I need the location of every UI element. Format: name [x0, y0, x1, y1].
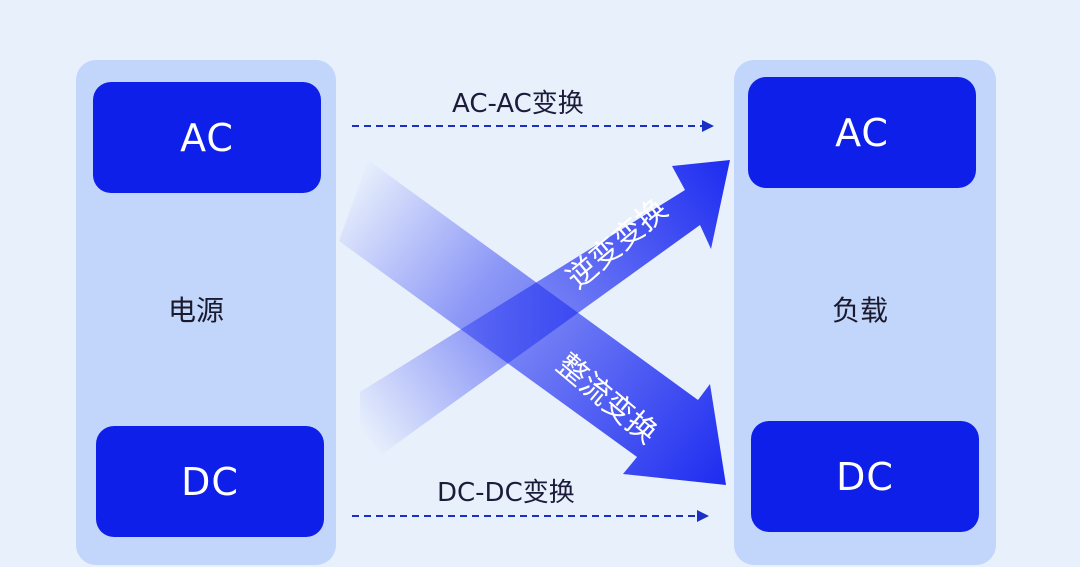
source-dc-box: DC — [96, 426, 324, 537]
load-ac-box: AC — [748, 77, 976, 188]
inverter-arrow — [360, 160, 730, 470]
ac-ac-label: AC-AC变换 — [452, 89, 584, 119]
source-label: 电源 — [168, 294, 225, 327]
dc-dc-label: DC-DC变换 — [437, 478, 575, 508]
bottom-edge — [0, 567, 1080, 575]
source-ac-box: AC — [93, 82, 321, 193]
load-label: 负载 — [832, 294, 889, 327]
load-dc-box: DC — [751, 421, 979, 532]
